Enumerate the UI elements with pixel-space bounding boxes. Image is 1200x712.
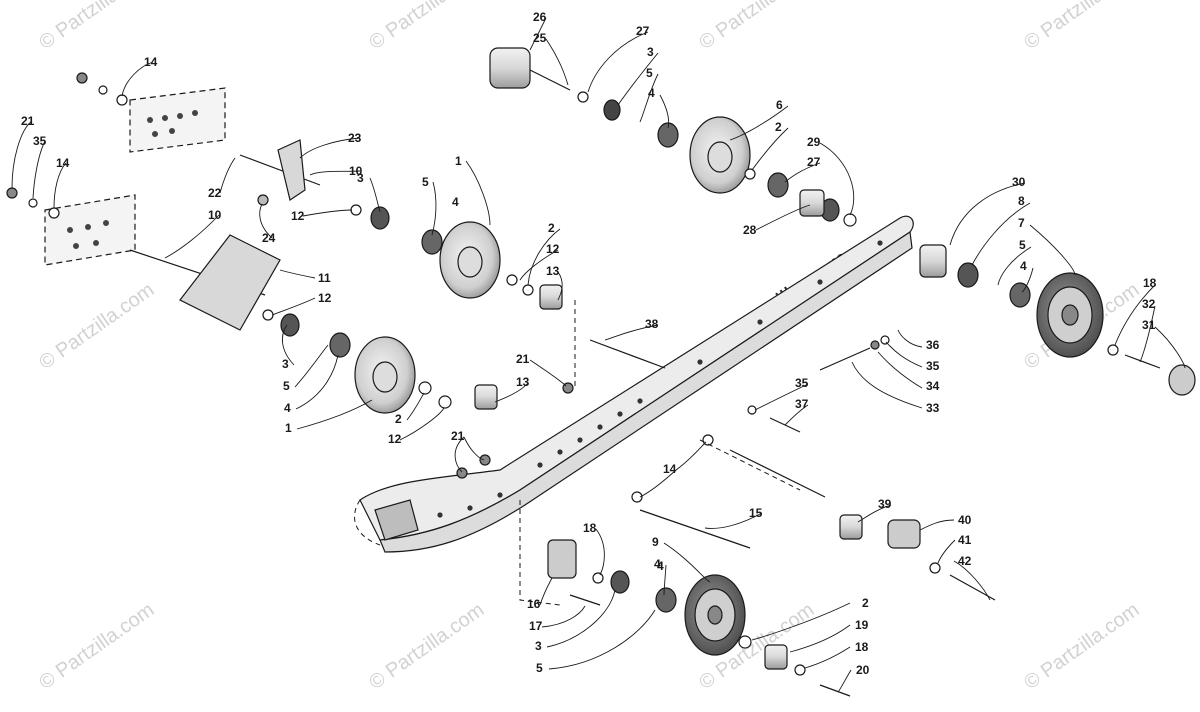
- callout-label: 37: [795, 397, 809, 411]
- callout-label: 23: [348, 131, 362, 145]
- callout-label: 2: [548, 221, 555, 235]
- callout-label: 5: [283, 379, 290, 393]
- callout-label: 3: [357, 171, 364, 185]
- callout-label: 5: [536, 661, 543, 675]
- callout-label: 42: [958, 554, 972, 568]
- callout-label: 21: [516, 352, 530, 366]
- watermark: © Partzilla.com: [1020, 0, 1143, 54]
- callout-label: 32: [1142, 297, 1156, 311]
- callout-label: 5: [1019, 238, 1026, 252]
- frame-fragment-lower: [44, 194, 136, 266]
- callout-label: 20: [856, 663, 870, 677]
- callout-label: 5: [646, 66, 653, 80]
- callout-label: 10: [208, 208, 222, 222]
- callout-label: 4: [654, 557, 661, 571]
- callout-label: 1: [285, 421, 292, 435]
- callout-label: 41: [958, 533, 972, 547]
- callout-label: 7: [1018, 216, 1025, 230]
- assembly-lines: [519, 300, 801, 606]
- callout-label: 3: [647, 45, 654, 59]
- callout-label: 34: [926, 379, 940, 393]
- callout-label: 22: [208, 186, 222, 200]
- callout-label: 4: [452, 195, 459, 209]
- callout-label: 26: [533, 10, 547, 24]
- spoked-wheel-rear: [1036, 272, 1104, 358]
- callout-label: 4: [284, 401, 291, 415]
- callout-label: 11: [318, 271, 331, 285]
- callout-label: 9: [652, 535, 659, 549]
- callout-label: 35: [926, 359, 940, 373]
- shafts: [129, 54, 826, 549]
- idler-wheel-lower-left: [354, 336, 416, 414]
- watermark: © Partzilla.com: [1020, 599, 1143, 694]
- watermark: © Partzilla.com: [365, 599, 488, 694]
- callout-label: 25: [533, 31, 547, 45]
- callout-label: 40: [958, 513, 972, 527]
- bearings: [179, 47, 1196, 670]
- callout-label: 3: [282, 357, 289, 371]
- callout-label: 14: [144, 55, 158, 69]
- callout-label: 35: [795, 376, 809, 390]
- callout-label: 12: [388, 432, 402, 446]
- callout-label: 14: [56, 156, 70, 170]
- callout-label: 33: [926, 401, 940, 415]
- callout-label: 14: [663, 462, 677, 476]
- callout-label: 12: [546, 242, 560, 256]
- callout-label: 28: [743, 223, 757, 237]
- callout-label: 29: [807, 135, 821, 149]
- callout-label: 15: [749, 506, 763, 520]
- callout-label: 21: [451, 429, 465, 443]
- spoked-wheel-front: [684, 574, 746, 656]
- callout-label: 18: [583, 521, 597, 535]
- callout-label: 2: [862, 596, 869, 610]
- fasteners: [6, 72, 1161, 697]
- callout-label: 6: [776, 98, 783, 112]
- leader-lines: [11, 17, 1186, 693]
- callout-label: 4: [657, 559, 664, 573]
- callout-label: 24: [262, 231, 276, 245]
- idler-wheel-upper-left: [439, 221, 501, 299]
- callout-label: 17: [529, 619, 543, 633]
- callout-label: 2: [775, 120, 782, 134]
- idler-wheel-top: [689, 116, 751, 194]
- callout-label: 13: [516, 375, 530, 389]
- callout-label: 36: [926, 338, 940, 352]
- callout-label: 30: [1012, 175, 1026, 189]
- callout-labels: 1 1 2 2 2 2 3 3 3 3 4 4 4 4 4 4 5 5 5 5 …: [21, 10, 1157, 677]
- callout-label: 19: [855, 618, 869, 632]
- callout-label: 13: [546, 264, 560, 278]
- watermark: © Partzilla.com: [695, 0, 818, 54]
- watermark: © Partzilla.com: [35, 599, 158, 694]
- callout-label: 5: [422, 175, 429, 189]
- rail-end-slider: [374, 499, 419, 541]
- frame-fragment-upper: [129, 87, 226, 153]
- callout-label: 12: [318, 291, 332, 305]
- callout-label: 21: [21, 114, 35, 128]
- callout-label: 3: [535, 639, 542, 653]
- rail-holes: [437, 240, 883, 518]
- callout-label: 39: [878, 497, 892, 511]
- callout-label: 16: [527, 597, 541, 611]
- callout-label: 31: [1142, 318, 1156, 332]
- callout-label: 4: [648, 86, 655, 100]
- callout-label: 1: [455, 154, 462, 168]
- callout-label: 18: [1143, 276, 1157, 290]
- callout-label: 2: [395, 412, 402, 426]
- callout-label: 18: [855, 640, 869, 654]
- callout-label: 38: [645, 317, 659, 331]
- watermark: © Partzilla.com: [35, 0, 158, 54]
- callout-label: 12: [291, 209, 305, 223]
- callout-label: 4: [1020, 259, 1027, 273]
- watermark: © Partzilla.com: [35, 279, 158, 374]
- callout-label: 8: [1018, 194, 1025, 208]
- slide-rail: [354, 215, 914, 553]
- callout-label: 27: [636, 24, 650, 38]
- watermark: © Partzilla.com: [365, 0, 488, 54]
- callout-label: 27: [807, 155, 821, 169]
